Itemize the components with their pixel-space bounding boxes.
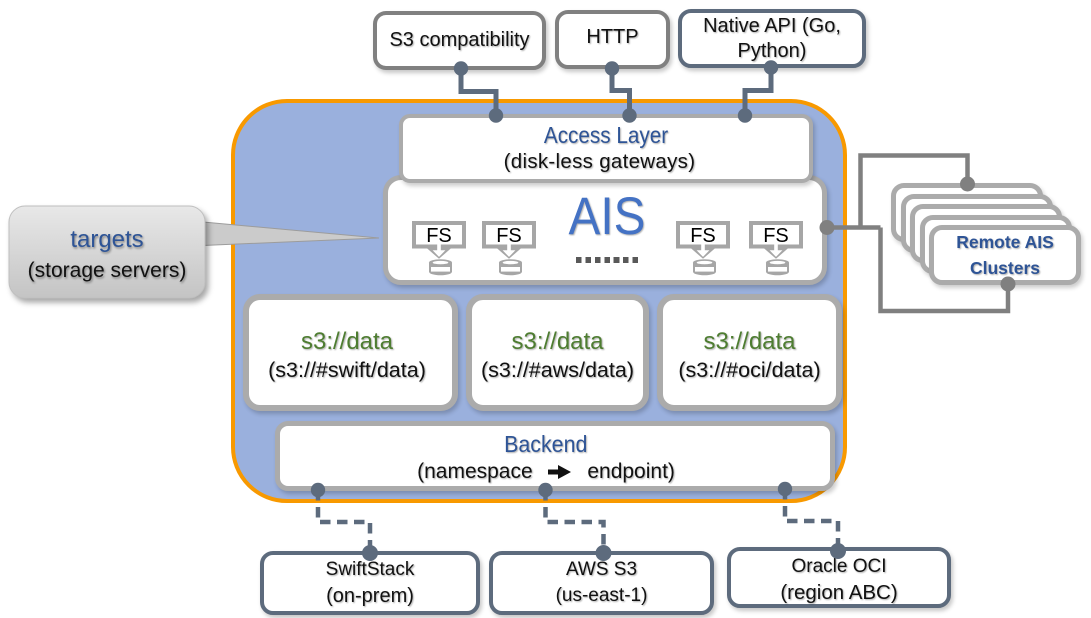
svg-text:(storage servers): (storage servers) [28,259,187,282]
svg-text:targets: targets [70,226,143,253]
